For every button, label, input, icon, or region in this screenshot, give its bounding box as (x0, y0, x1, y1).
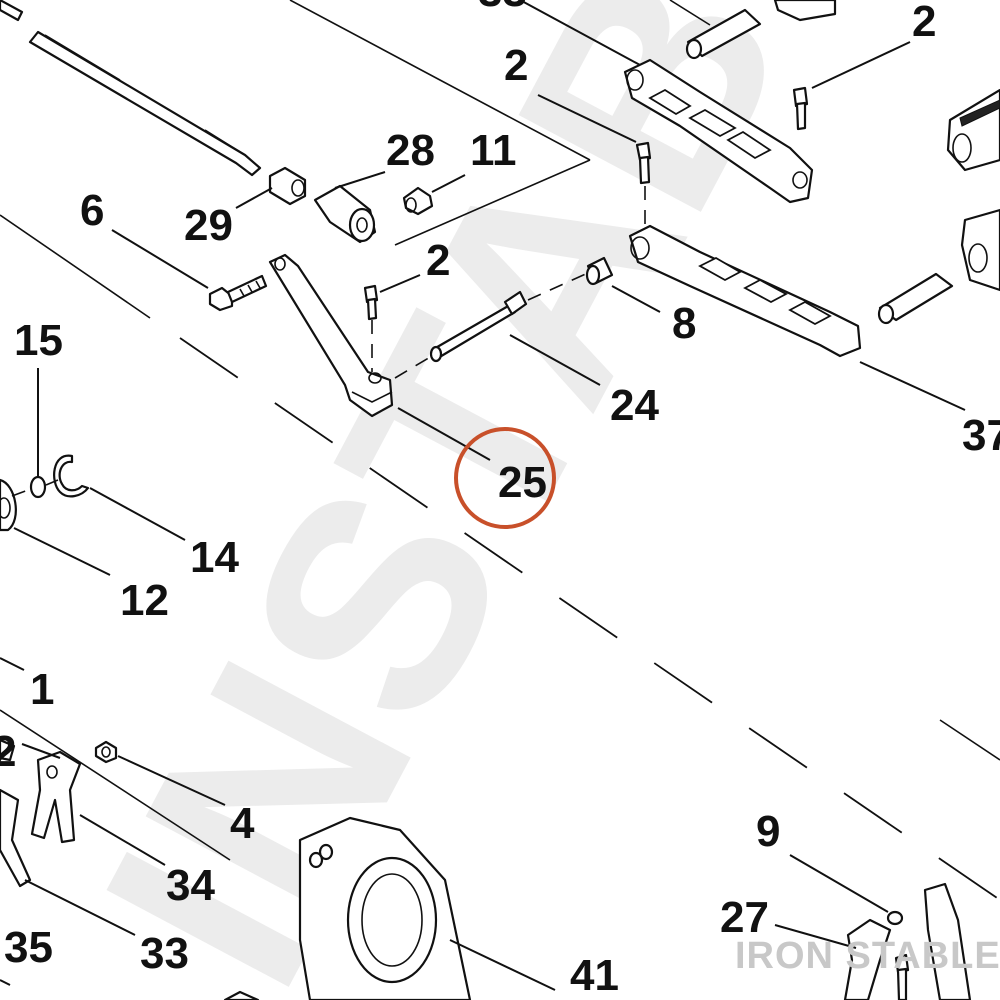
lever-bottom-right (843, 882, 972, 1000)
upper-lever-arm (623, 58, 814, 204)
callout-29: 29 (184, 201, 233, 250)
part-fragment-bottom (223, 990, 260, 1000)
callout-2-mid: 2 (426, 236, 450, 285)
pivot-shaft-24 (394, 271, 591, 379)
footpeg-top (773, 0, 837, 22)
screw-2-mid (363, 284, 379, 372)
footpeg-upper (946, 88, 1000, 172)
callout-12: 12 (120, 576, 169, 625)
center-line-long (179, 337, 1000, 901)
screw-2-upper (635, 141, 652, 232)
bracket-housing-41 (298, 816, 472, 1000)
callout-6: 6 (80, 186, 104, 235)
callout-28: 28 (386, 126, 435, 175)
pin-right (877, 272, 954, 325)
callout-27: 27 (720, 893, 769, 942)
callout-9: 9 (756, 807, 780, 856)
screw-2-top-right (792, 86, 809, 131)
callout-37: 37 (962, 411, 1000, 460)
callout-2-upper: 2 (504, 41, 528, 90)
guide-line-top-right (669, 0, 711, 26)
footpeg-lower (960, 208, 1000, 292)
hub-12 (0, 478, 17, 532)
brand-watermark: IRON STABLE (735, 935, 1000, 977)
axis-dash-12-15 (11, 488, 32, 497)
axis-dash-15-14 (45, 479, 59, 486)
hex-nut-29 (268, 166, 307, 206)
leader-lines (0, 0, 966, 991)
callout-2-left: 2 (0, 727, 16, 776)
nut-4 (94, 740, 118, 764)
guide-line-left-b (0, 709, 231, 861)
callout-41: 41 (570, 951, 619, 1000)
callout-15: 15 (14, 316, 63, 365)
rod-end-28 (313, 184, 377, 244)
shift-lever-25 (268, 253, 394, 418)
o-ring-15 (29, 475, 47, 499)
callout-11: 11 (470, 126, 517, 175)
callout-1: 1 (30, 665, 54, 714)
callout-24: 24 (610, 381, 659, 430)
fork-part-2-left (0, 738, 16, 762)
assembly-lines (0, 0, 1000, 901)
guide-line-top (289, 0, 591, 161)
shift-rod (0, 0, 262, 177)
shift-fork-34 (30, 750, 82, 844)
callout-25: 25 (498, 458, 547, 507)
bushing-8 (585, 256, 614, 286)
callout-33-top: 33 (478, 0, 527, 16)
guide-line-bracket (394, 159, 591, 246)
acorn-nut-11 (402, 186, 434, 216)
callout-4: 4 (230, 799, 255, 848)
guide-line-left-a (0, 214, 151, 319)
highlight-circle-25 (454, 427, 556, 529)
callout-8: 8 (672, 299, 696, 348)
callout-14: 14 (190, 533, 239, 582)
pin-top (685, 8, 762, 60)
shift-fork-35 (0, 788, 32, 888)
callout-34: 34 (166, 861, 215, 910)
callout-2-top-right: 2 (912, 0, 936, 46)
guide-line-right (939, 719, 1000, 761)
snap-ring-14 (53, 454, 90, 498)
callout-33-bottom: 33 (140, 929, 189, 978)
lower-lever-arm (628, 224, 862, 358)
callout-35: 35 (4, 923, 53, 972)
bolt-6 (208, 274, 268, 312)
